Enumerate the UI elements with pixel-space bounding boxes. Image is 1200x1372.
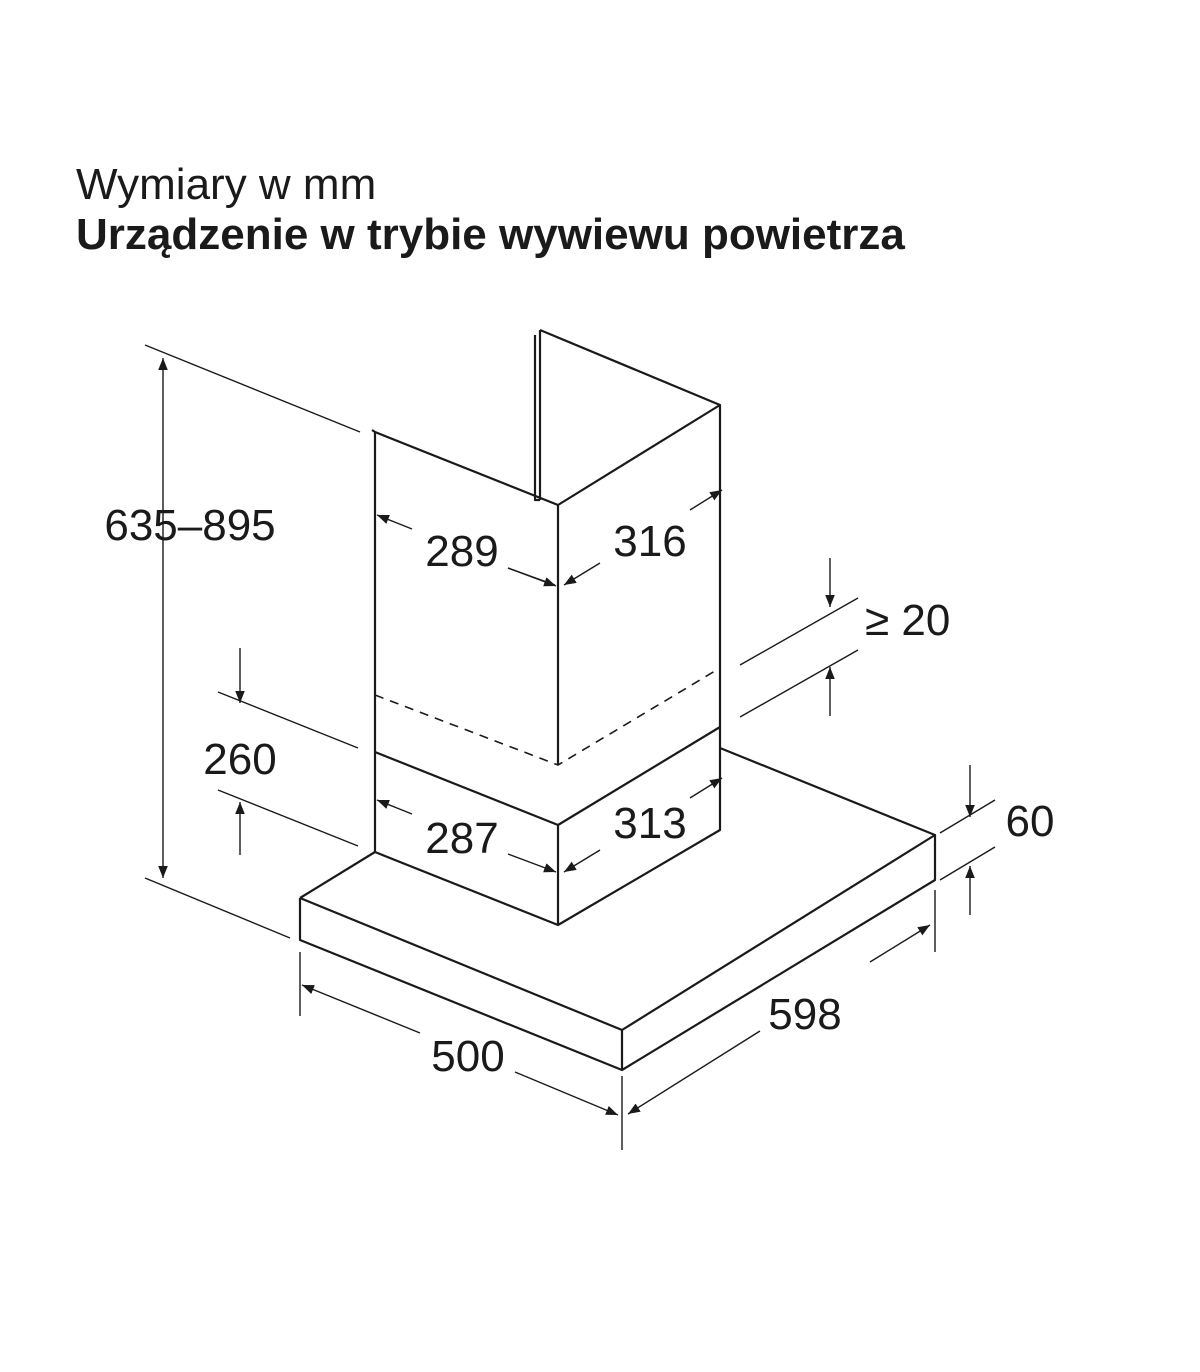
- diagram-subtitle: Wymiary w mm: [76, 160, 377, 209]
- label-hood-depth: 500: [431, 1032, 504, 1081]
- dimension-upper-chimney: 289 316: [377, 489, 723, 587]
- label-hood-width: 598: [768, 990, 841, 1039]
- label-total-height: 635–895: [104, 501, 275, 550]
- dimension-hood-depth: 500: [299, 952, 623, 1150]
- dimension-ceiling-gap: ≥ 20: [739, 558, 950, 718]
- overlap-dashed-line: [374, 667, 721, 766]
- label-hood-thickness: 60: [1006, 797, 1055, 846]
- hood-base: [298, 746, 937, 1072]
- upper-chimney: [371, 328, 722, 765]
- label-upper-width: 316: [613, 517, 686, 566]
- dimension-hood-width: 598: [627, 890, 936, 1115]
- dimension-lower-chimney: 287 313: [376, 777, 723, 873]
- label-upper-depth: 289: [425, 527, 498, 576]
- label-lower-width: 313: [613, 799, 686, 848]
- dimension-lower-height: 260: [203, 648, 359, 855]
- dimension-total-height: 635–895: [104, 344, 361, 939]
- label-ceiling-gap: ≥ 20: [865, 596, 950, 645]
- dimension-hood-thickness: 60: [939, 765, 1055, 915]
- label-lower-height: 260: [203, 735, 276, 784]
- label-lower-depth: 287: [425, 814, 498, 863]
- lower-chimney: [373, 726, 722, 927]
- diagram-title: Urządzenie w trybie wywiewu powietrza: [76, 210, 905, 259]
